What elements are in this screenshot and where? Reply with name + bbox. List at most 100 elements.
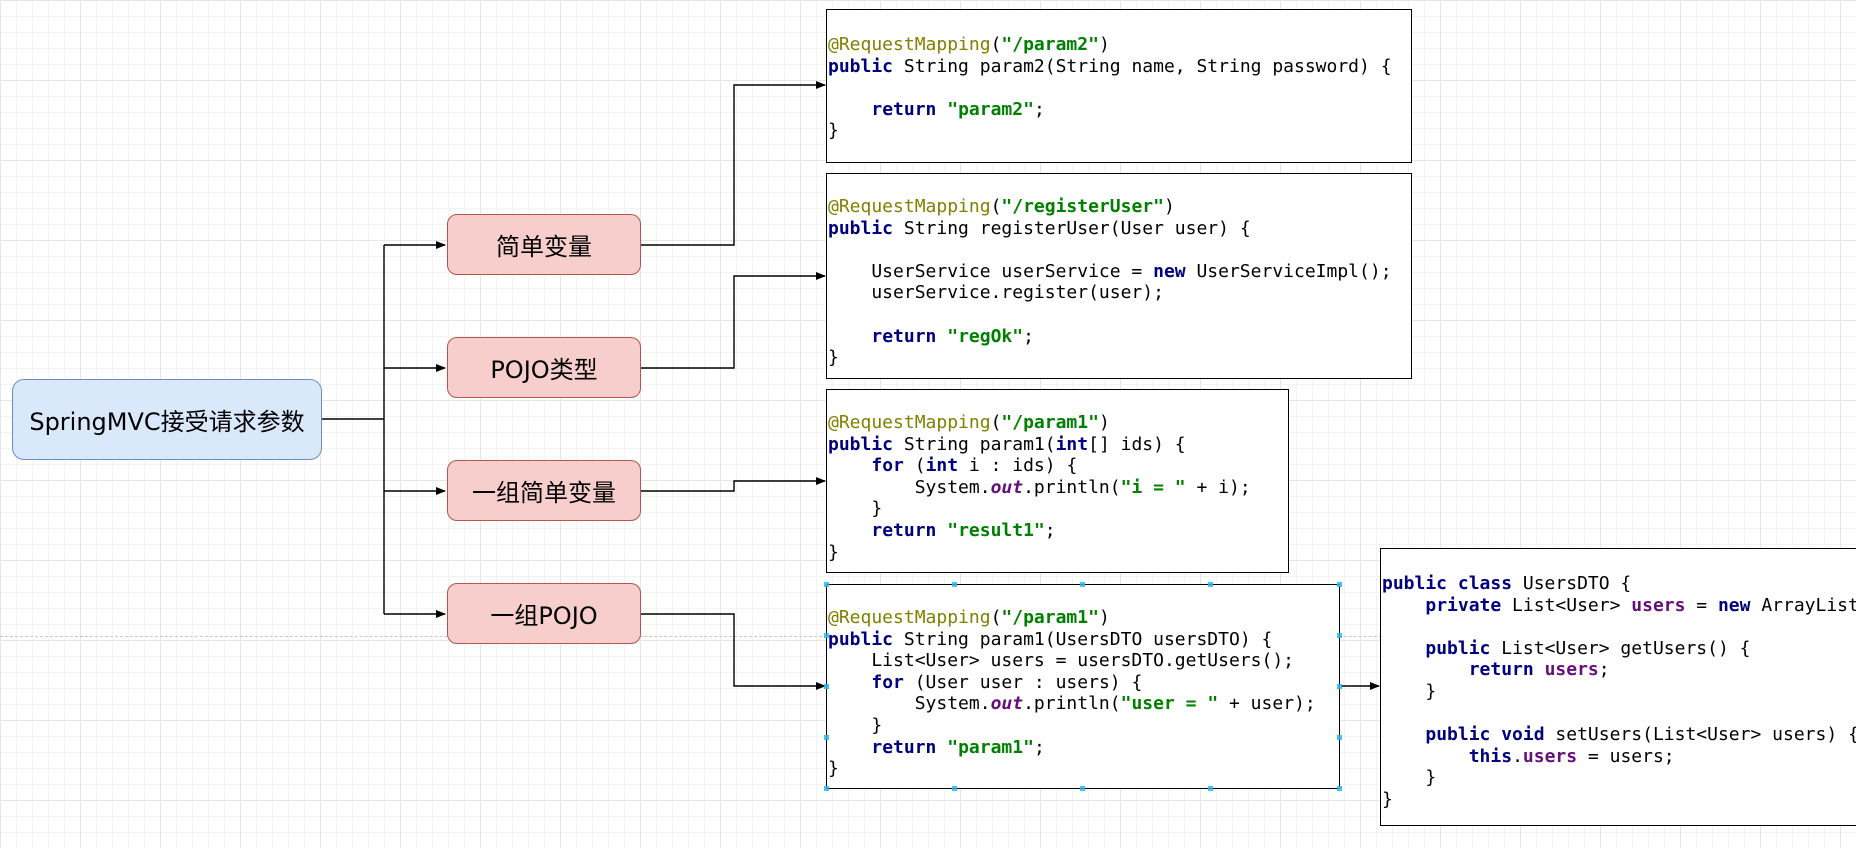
selection-handle[interactable] xyxy=(952,582,957,587)
root-node-label: SpringMVC接受请求参数 xyxy=(29,408,305,436)
selection-handle[interactable] xyxy=(952,786,957,791)
code-text: ( xyxy=(990,34,1002,55)
code-text: } xyxy=(828,714,883,736)
code-line: } xyxy=(1382,681,1856,703)
code-text xyxy=(1382,724,1425,745)
code-text: .println( xyxy=(1023,476,1121,498)
code-block-users-dto-class[interactable]: public class UsersDTO { private List<Use… xyxy=(1380,548,1856,826)
code-string: "param1" xyxy=(947,736,1034,758)
code-text xyxy=(936,99,947,120)
code-string: "/param1" xyxy=(1001,412,1099,433)
code-text: List<User> users = usersDTO.getUsers(); xyxy=(828,650,1294,672)
selection-handle[interactable] xyxy=(1208,786,1213,791)
code-line: } xyxy=(828,542,1288,564)
code-line: @RequestMapping("/param1") xyxy=(828,607,1339,629)
code-block-param1-ids[interactable]: @RequestMapping("/param1")public String … xyxy=(826,389,1289,573)
code-keyword: public class xyxy=(1382,573,1513,594)
code-string: "/param2" xyxy=(1001,34,1099,55)
category-simple-variable-array[interactable]: 一组简单变量 xyxy=(447,460,641,521)
code-annotation: @RequestMapping xyxy=(828,34,991,55)
code-line: public String param2(String name, String… xyxy=(828,56,1411,78)
selection-handle[interactable] xyxy=(1080,582,1085,587)
code-line xyxy=(828,239,1411,261)
connector-pojo-to-code xyxy=(641,272,826,369)
code-block-param1-users-dto[interactable]: @RequestMapping("/param1")public String … xyxy=(826,584,1340,789)
code-text: } xyxy=(1382,788,1393,810)
code-text: UserService userService = xyxy=(828,260,1154,282)
code-text: ; xyxy=(1023,325,1034,347)
selection-handle[interactable] xyxy=(824,684,829,689)
root-node[interactable]: SpringMVC接受请求参数 xyxy=(12,379,322,460)
code-line: public void setUsers(List<User> users) { xyxy=(1382,724,1856,746)
selection-handle[interactable] xyxy=(1208,582,1213,587)
code-line xyxy=(828,304,1411,326)
code-text: System. xyxy=(828,476,991,498)
code-text: } xyxy=(828,498,883,520)
code-line: userService.register(user); xyxy=(828,282,1411,304)
code-text: userService.register(user); xyxy=(828,282,1164,304)
code-annotation: @RequestMapping xyxy=(828,412,991,433)
code-line: public String registerUser(User user) { xyxy=(828,218,1411,240)
code-field: users xyxy=(1631,594,1686,616)
code-text xyxy=(828,672,871,693)
code-line: @RequestMapping("/param1") xyxy=(828,412,1288,434)
category-pojo-type[interactable]: POJO类型 xyxy=(447,337,641,398)
code-block-param2[interactable]: @RequestMapping("/param2")public String … xyxy=(826,9,1412,163)
code-string: "regOk" xyxy=(947,325,1024,347)
code-line: } xyxy=(828,498,1288,520)
code-text: . xyxy=(1512,745,1523,767)
code-string: "result1" xyxy=(947,519,1045,541)
code-text: String registerUser(User user) { xyxy=(893,217,1251,239)
code-text: i : ids) { xyxy=(958,455,1078,477)
connector-root-trunk xyxy=(322,245,385,614)
selection-handle[interactable] xyxy=(824,786,829,791)
code-line xyxy=(1382,703,1856,725)
code-block-register-user[interactable]: @RequestMapping("/registerUser")public S… xyxy=(826,173,1412,379)
code-text: = xyxy=(1685,594,1718,616)
code-text: } xyxy=(828,758,839,780)
selection-handle[interactable] xyxy=(824,582,829,587)
category-label: 一组简单变量 xyxy=(472,479,616,507)
code-text: ( xyxy=(990,412,1002,433)
code-line: return "param1"; xyxy=(828,737,1339,759)
selection-handle[interactable] xyxy=(824,735,829,740)
selection-handle[interactable] xyxy=(824,633,829,638)
code-keyword: new xyxy=(1717,594,1751,616)
code-keyword: for xyxy=(871,671,904,693)
selection-handle[interactable] xyxy=(1337,735,1342,740)
code-keyword: public xyxy=(828,55,894,77)
code-text: + i); xyxy=(1185,476,1251,498)
code-keyword: this xyxy=(1468,745,1513,767)
selection-handle[interactable] xyxy=(1337,684,1342,689)
code-text xyxy=(1382,746,1469,767)
code-text xyxy=(828,99,871,120)
code-line: } xyxy=(828,758,1339,780)
code-line: @RequestMapping("/param2") xyxy=(828,34,1411,56)
code-line: return "regOk"; xyxy=(828,326,1411,348)
code-text: ; xyxy=(1598,659,1610,681)
connector-pojo-list-to-code xyxy=(641,613,826,690)
code-static-field: out xyxy=(990,693,1024,715)
selection-handle[interactable] xyxy=(1337,633,1342,638)
code-line: System.out.println("i = " + i); xyxy=(828,477,1288,499)
code-text: = users; xyxy=(1577,745,1675,767)
category-label: POJO类型 xyxy=(490,356,598,384)
category-pojo-list[interactable]: 一组POJO xyxy=(447,583,641,644)
category-simple-variable[interactable]: 简单变量 xyxy=(447,214,641,275)
selection-handle[interactable] xyxy=(1337,786,1342,791)
code-text: UserServiceImpl(); xyxy=(1185,260,1392,282)
code-text: } xyxy=(828,541,839,563)
code-text: String param1( xyxy=(893,433,1056,455)
code-line: public String param1(UsersDTO usersDTO) … xyxy=(828,629,1339,651)
code-line: for (User user : users) { xyxy=(828,672,1339,694)
code-line: } xyxy=(828,347,1411,369)
code-text: [] ids) { xyxy=(1088,433,1186,455)
code-line: return users; xyxy=(1382,659,1856,681)
connector-array-to-code xyxy=(641,477,826,492)
selection-handle[interactable] xyxy=(1080,786,1085,791)
code-text: String param1(UsersDTO usersDTO) { xyxy=(893,628,1273,650)
code-text: ; xyxy=(1044,519,1056,541)
selection-handle[interactable] xyxy=(1337,582,1342,587)
code-keyword: for xyxy=(871,455,904,477)
code-keyword: return xyxy=(871,98,937,120)
